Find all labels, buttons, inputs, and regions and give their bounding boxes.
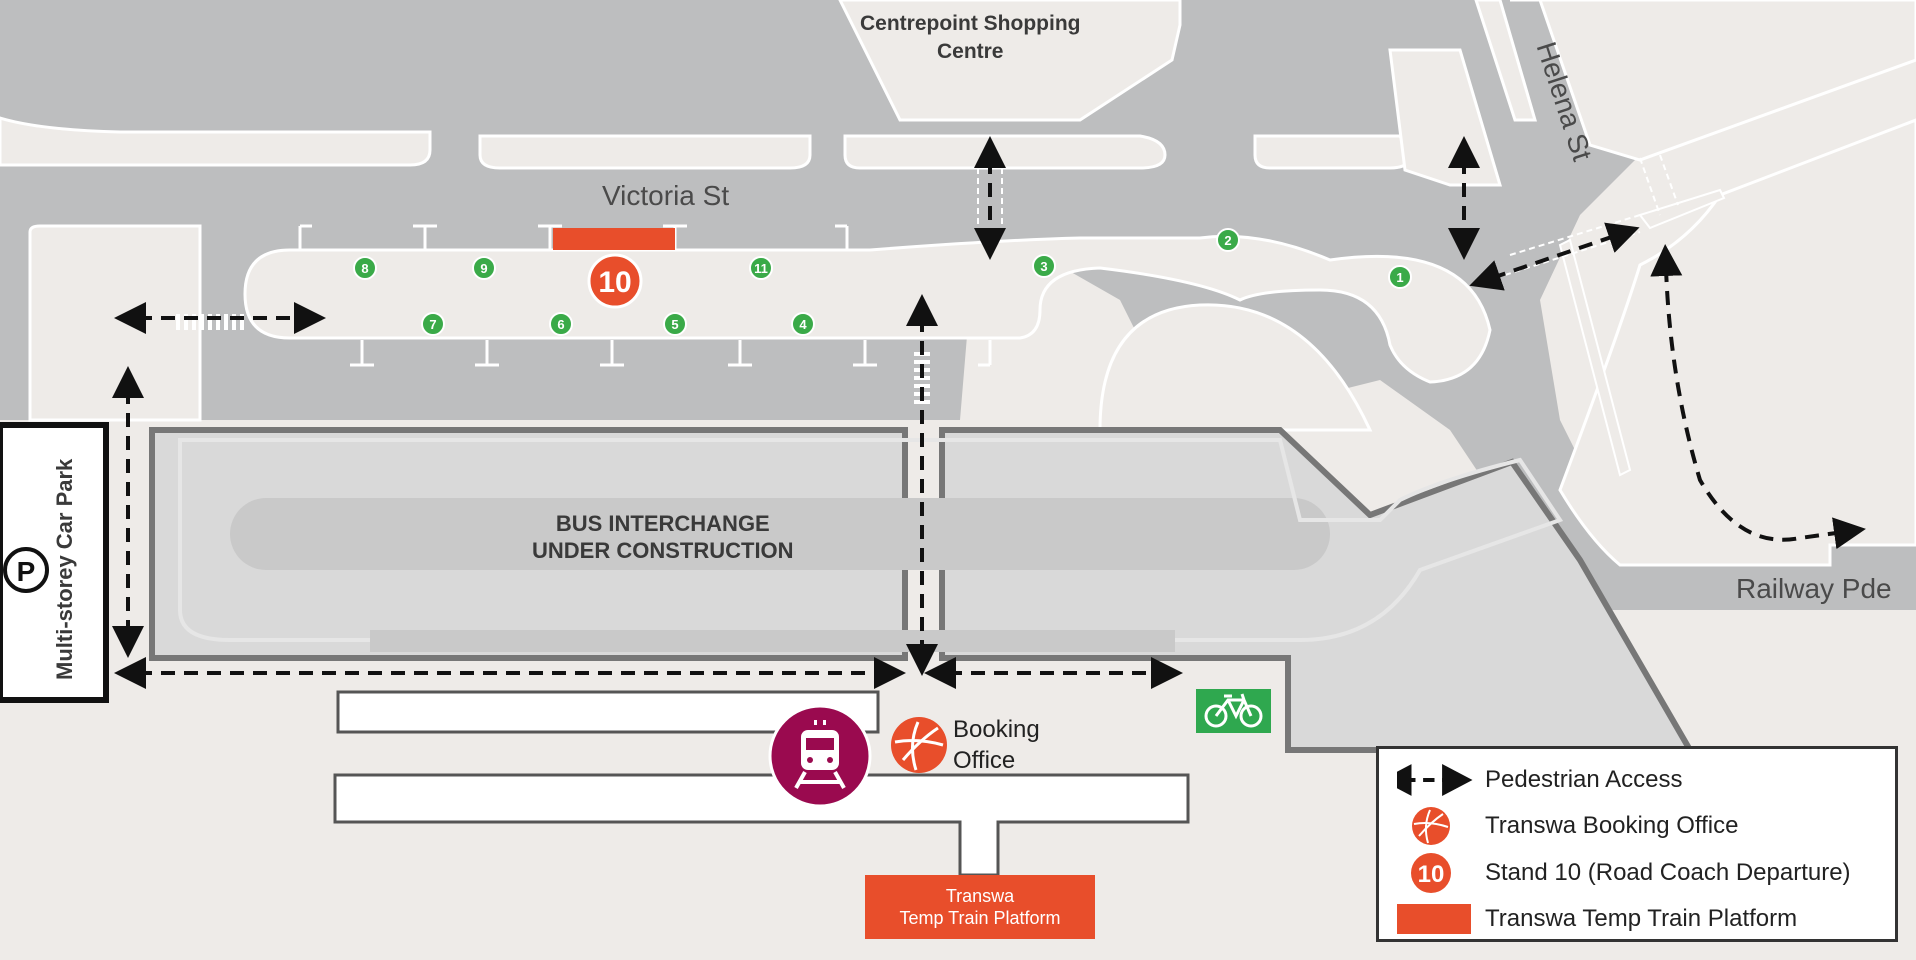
train-station-icon xyxy=(768,704,872,808)
stand-10-icon: 10 xyxy=(1411,853,1451,893)
svg-text:3: 3 xyxy=(1040,259,1047,274)
transwa-logo-icon xyxy=(891,717,947,773)
transwa-logo-icon xyxy=(1412,807,1450,845)
temp-platform-label: Transwa Temp Train Platform xyxy=(865,875,1095,939)
victoria-st-label: Victoria St xyxy=(602,180,730,211)
stand-brackets xyxy=(298,224,992,367)
left-road xyxy=(28,224,202,422)
car-park-label: Multi-storey Car Park xyxy=(52,458,77,680)
railway-pde-label: Railway Pde xyxy=(1736,573,1892,604)
legend-pedestrian-text: Pedestrian Access xyxy=(1485,766,1683,793)
svg-text:5: 5 xyxy=(671,317,678,332)
svg-text:4: 4 xyxy=(799,317,807,332)
centrepoint-label: Centrepoint Shopping Centre xyxy=(860,12,1081,63)
svg-text:1: 1 xyxy=(1396,270,1403,285)
map-legend: Pedestrian Access Transwa Booking Office… xyxy=(1376,746,1898,942)
legend-booking: Transwa Booking Office xyxy=(1379,806,1895,846)
svg-text:6: 6 xyxy=(557,317,564,332)
svg-text:11: 11 xyxy=(754,261,768,276)
stand-4: 4 xyxy=(791,312,815,336)
transwa-platform-bar xyxy=(553,228,675,250)
construction-zone xyxy=(149,427,1696,753)
legend-platform: Transwa Temp Train Platform xyxy=(1379,899,1895,939)
stand-9: 9 xyxy=(472,256,496,280)
stand-5: 5 xyxy=(663,312,687,336)
stand-7: 7 xyxy=(421,312,445,336)
legend-booking-text: Transwa Booking Office xyxy=(1485,812,1739,839)
legend-stand10: 10 Stand 10 (Road Coach Departure) xyxy=(1379,853,1895,893)
bus-island xyxy=(243,234,1492,384)
platform-swatch-icon xyxy=(1397,904,1471,934)
svg-text:9: 9 xyxy=(480,261,487,276)
svg-text:7: 7 xyxy=(429,317,436,332)
svg-text:10: 10 xyxy=(1418,861,1445,888)
pedestrian-arrow-icon xyxy=(1397,764,1473,796)
parking-letter: P xyxy=(17,556,36,587)
svg-text:8: 8 xyxy=(361,261,368,276)
booking-office-label: Booking Office xyxy=(953,716,1040,774)
legend-pedestrian: Pedestrian Access xyxy=(1379,760,1895,800)
stand-3: 3 xyxy=(1032,254,1056,278)
stand-11: 11 xyxy=(749,256,773,280)
traffic-island xyxy=(1638,188,1726,230)
legend-platform-text: Transwa Temp Train Platform xyxy=(1485,905,1798,932)
stand-8: 8 xyxy=(353,256,377,280)
parking-icon xyxy=(3,547,49,593)
stand-6: 6 xyxy=(549,312,573,336)
svg-text:10: 10 xyxy=(598,266,631,299)
roundabout-land xyxy=(1098,303,1373,432)
svg-text:2: 2 xyxy=(1224,233,1231,248)
legend-stand10-text: Stand 10 (Road Coach Departure) xyxy=(1485,859,1851,886)
stand-1: 1 xyxy=(1388,265,1412,289)
pedestrian-arrows xyxy=(112,136,1866,689)
stand-10-marker: 10 xyxy=(587,253,643,309)
stand-2: 2 xyxy=(1216,228,1240,252)
stand-circles: 1 2 3 4 5 6 7 8 9 11 xyxy=(353,228,1412,336)
bus-interchange-label: BUS INTERCHANGE UNDER CONSTRUCTION xyxy=(532,511,794,563)
bicycle-icon xyxy=(1196,689,1271,733)
